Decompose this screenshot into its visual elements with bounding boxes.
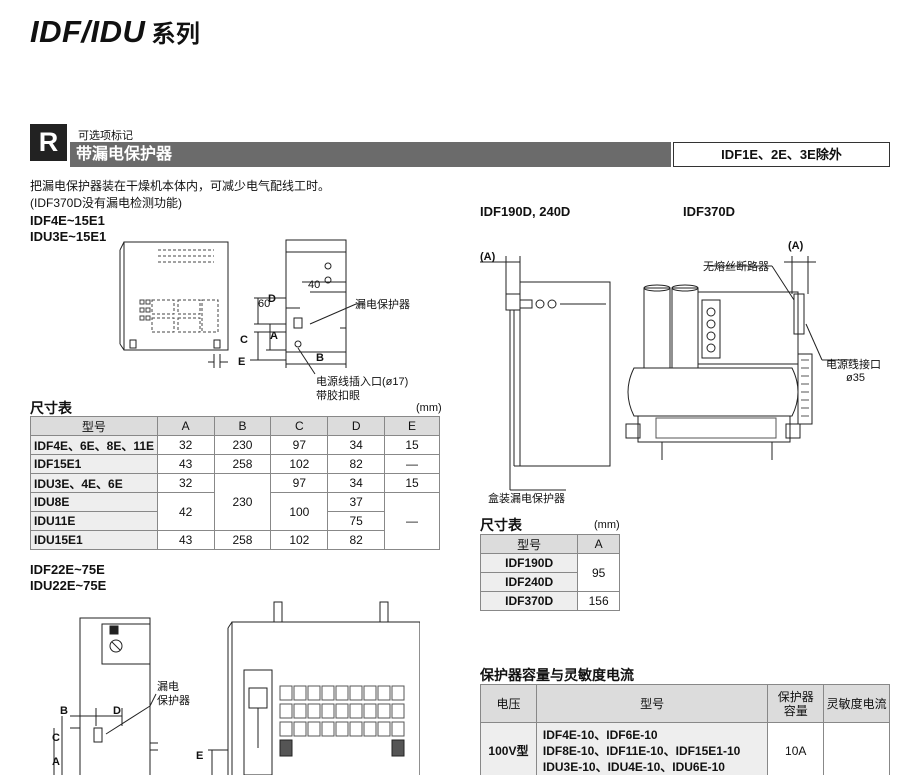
label-cable-port: 电源线接口 bbox=[826, 359, 881, 371]
label-D: D bbox=[268, 293, 276, 305]
model-370: IDF370D bbox=[683, 204, 736, 219]
table-row: IDF190D 95 bbox=[479, 553, 620, 592]
table-row: IDU15E1 43 258 102 82 bbox=[30, 530, 440, 550]
label-C: C bbox=[240, 334, 248, 346]
models-large: IDF22E~75E IDU22E~75E bbox=[30, 562, 106, 594]
table-row: IDF240D bbox=[479, 572, 620, 592]
protection-title: 保护器容量与灵敏度电流 bbox=[480, 667, 634, 683]
idf-d-drawing bbox=[480, 256, 856, 491]
option-badge: R bbox=[30, 124, 67, 161]
models-small-line2: IDU3E~15E1 bbox=[30, 229, 107, 244]
label-leakage-l1: 漏电 bbox=[157, 681, 179, 693]
model-190-240: IDF190D, 240D bbox=[480, 204, 571, 219]
label-grommet: 带胶扣眼 bbox=[316, 390, 360, 402]
col-capacity: 保护器容量 bbox=[767, 684, 825, 723]
col-sensitivity: 灵敏度电流 bbox=[823, 684, 890, 723]
col-model: 型号 bbox=[30, 416, 158, 436]
left-table-unit: (mm) bbox=[416, 402, 442, 414]
series-title-cn: 系列 bbox=[151, 21, 201, 48]
label-lower-E: E bbox=[196, 750, 204, 762]
models-small: IDF4E~15E1 IDU3E~15E1 bbox=[30, 213, 106, 245]
exception-tag: IDF1E、2E、3E除外 bbox=[673, 142, 890, 167]
protection-table: 电压 型号 保护器容量 灵敏度电流 100V型 IDF4E-10、IDF6E-1… bbox=[480, 684, 890, 775]
right-table-unit: (mm) bbox=[594, 519, 620, 531]
label-40: 40 bbox=[308, 279, 321, 291]
table-row: 100V型 IDF4E-10、IDF6E-10 IDF8E-10、IDF11E-… bbox=[480, 722, 890, 775]
label-E: E bbox=[238, 356, 246, 368]
col-voltage: 电压 bbox=[480, 684, 537, 723]
right-dimension-table: 型号 A IDF190D 95 IDF240D IDF370D 156 bbox=[479, 534, 620, 611]
label-A-190: (A) bbox=[480, 251, 496, 263]
right-table-title: 尺寸表 bbox=[480, 517, 522, 533]
col-model: 型号 bbox=[479, 534, 579, 554]
table-row: IDF15E1 43 258 102 82 — bbox=[30, 454, 440, 474]
col-A: A bbox=[156, 416, 215, 436]
table-row: IDF4E、6E、8E、11E 32 230 97 34 15 bbox=[30, 435, 440, 455]
models-small-line1: IDF4E~15E1 bbox=[30, 213, 105, 228]
label-no-fuse-breaker: 无熔丝断路器 bbox=[703, 261, 769, 273]
table-row: IDU11E 75 bbox=[30, 511, 440, 531]
label-lower-D: D bbox=[113, 705, 121, 717]
label-lower-B: B bbox=[60, 705, 68, 717]
description-line-2: (IDF370D没有漏电检测功能) bbox=[30, 196, 183, 210]
label-B: B bbox=[316, 352, 324, 364]
label-boxed-breaker: 盒装漏电保护器 bbox=[488, 493, 565, 505]
col-B: B bbox=[213, 416, 272, 436]
label-cable-inlet: 电源线插入口(ø17) bbox=[316, 376, 409, 388]
description-line-1: 把漏电保护器装在干燥机本体内，可减少电气配线工时。 bbox=[30, 179, 331, 193]
col-D: D bbox=[327, 416, 386, 436]
small-dryer-drawing bbox=[119, 239, 365, 375]
label-leakage-breaker: 漏电保护器 bbox=[355, 299, 410, 311]
label-lower-A: A bbox=[52, 756, 60, 768]
col-C: C bbox=[270, 416, 329, 436]
col-E: E bbox=[384, 416, 440, 436]
label-A: A bbox=[270, 330, 278, 342]
table-row: IDF370D 156 bbox=[479, 591, 620, 611]
label-leakage-l2: 保护器 bbox=[157, 695, 190, 707]
col-model: 型号 bbox=[535, 684, 769, 723]
label-60: 60 bbox=[258, 298, 271, 310]
label-A-370: (A) bbox=[788, 240, 804, 252]
col-A: A bbox=[577, 534, 620, 554]
left-table-title: 尺寸表 bbox=[30, 400, 72, 416]
option-label: 可选项标记 bbox=[78, 130, 133, 142]
table-row: IDU3E、4E、6E 32 230 97 34 15 bbox=[30, 473, 440, 531]
models-large-line1: IDF22E~75E bbox=[30, 562, 105, 577]
models-large-line2: IDU22E~75E bbox=[30, 578, 107, 593]
large-dryer-drawing bbox=[53, 601, 420, 775]
label-cable-port-dia: ø35 bbox=[846, 372, 865, 384]
label-lower-C: C bbox=[52, 732, 60, 744]
section-title: 带漏电保护器 bbox=[70, 142, 671, 167]
left-dimension-table: 型号 A B C D E IDF4E、6E、8E、11E 32 230 97 3… bbox=[30, 416, 440, 550]
